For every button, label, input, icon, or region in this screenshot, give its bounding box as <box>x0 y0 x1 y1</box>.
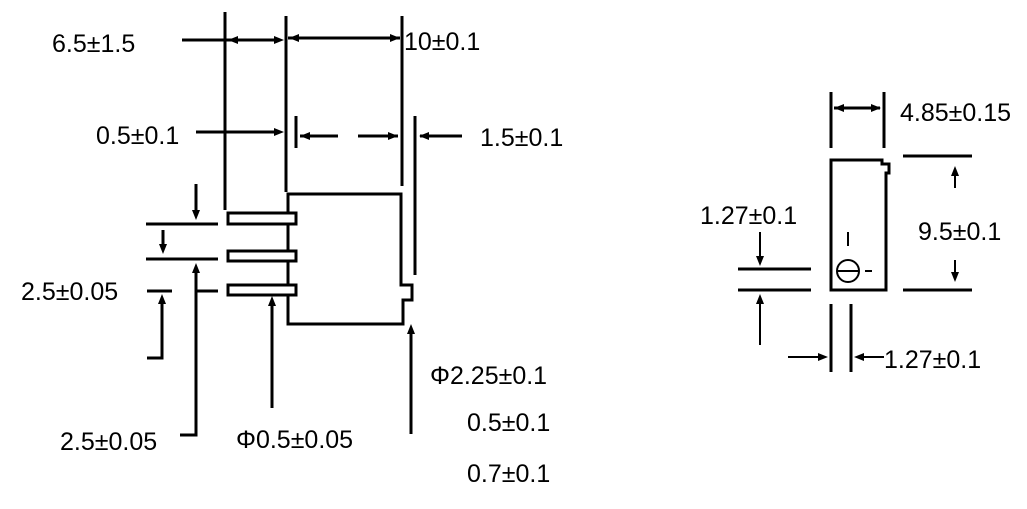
label-pitch-lower: 2.5±0.05 <box>60 428 157 456</box>
pin-top <box>226 211 298 226</box>
arrowhead <box>159 244 167 254</box>
label-gap: 0.5±0.1 <box>96 122 179 150</box>
front-body-outline <box>829 158 891 292</box>
label-width: 4.85±0.15 <box>900 99 1011 127</box>
label-pin-diameter: Φ0.5±0.05 <box>236 426 353 454</box>
arrowhead <box>192 210 200 220</box>
label-screw-offset: 1.27±0.1 <box>700 202 797 230</box>
arrowhead <box>407 324 415 334</box>
side-view: 6.5±1.5 10±0.1 0.5±0.1 1.5±0.1 2.5±0.05 … <box>21 12 563 488</box>
pitch-arrow-bottom <box>180 270 198 437</box>
label-height: 9.5±0.1 <box>918 218 1001 246</box>
label-post-diameter: Φ2.25±0.1 <box>430 362 547 390</box>
arrowhead <box>951 272 959 282</box>
label-bottom-offset: 1.27±0.1 <box>884 346 981 374</box>
label-post-b: 0.7±0.1 <box>467 460 550 488</box>
label-post-a: 0.5±0.1 <box>467 409 550 437</box>
arrowhead <box>158 294 166 304</box>
arrowhead <box>834 104 844 112</box>
arrowhead <box>268 296 276 306</box>
pitch-arrow-lower <box>147 300 164 360</box>
arrowhead <box>300 132 310 140</box>
arrowhead <box>390 34 400 42</box>
arrowhead <box>419 132 429 140</box>
arrowhead <box>388 132 398 140</box>
arrowhead <box>951 166 959 176</box>
arrowhead <box>274 36 284 44</box>
arrowhead <box>274 128 284 136</box>
arrowhead <box>756 256 764 266</box>
pin-bottom <box>226 283 298 297</box>
side-body-outline <box>286 192 414 326</box>
label-overhang: 6.5±1.5 <box>52 30 135 58</box>
arrowhead <box>192 263 200 273</box>
label-pitch-upper: 2.5±0.05 <box>21 278 118 306</box>
arrowhead <box>756 294 764 304</box>
label-tab: 1.5±0.1 <box>480 124 563 152</box>
arrowhead <box>871 104 881 112</box>
front-view: 4.85±0.15 9.5±0.1 1.27±0.1 1.27±0.1 <box>700 92 1011 374</box>
arrowhead <box>289 34 299 42</box>
pin-middle <box>226 249 298 263</box>
arrowhead <box>228 36 238 44</box>
label-body-length: 10±0.1 <box>404 28 480 56</box>
arrowhead <box>818 353 828 361</box>
arrowhead <box>854 353 864 361</box>
